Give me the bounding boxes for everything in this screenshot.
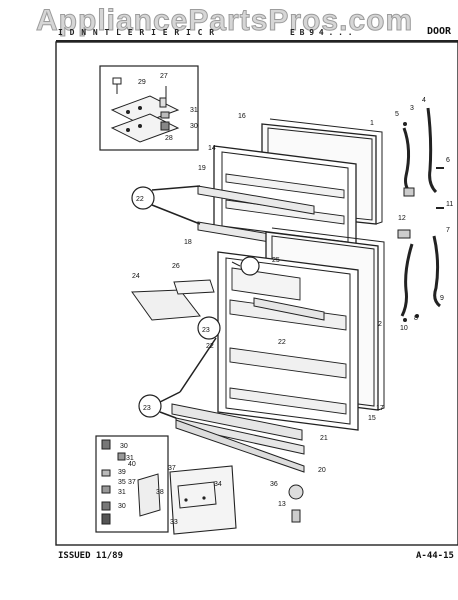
- dairy-door: [131, 289, 201, 321]
- callout-22-upper: 22: [136, 196, 144, 203]
- callout-30-inset: 30: [120, 443, 128, 450]
- callout-7: 7: [446, 227, 450, 234]
- bottom-hinge-plates: [169, 465, 304, 535]
- bottom-hinge-inset: [95, 435, 169, 533]
- page-code: A-44-15: [416, 551, 454, 561]
- callout-9: 9: [440, 295, 444, 302]
- door-handles: [397, 107, 444, 322]
- header-rule: [56, 40, 458, 42]
- freezer-shelf-bar-upper: [197, 185, 315, 215]
- lower-shelf-bars: [138, 391, 305, 473]
- callout-1: 1: [370, 120, 374, 127]
- callout-2: 2: [378, 321, 382, 328]
- callout-6: 6: [446, 157, 450, 164]
- callout-24: 24: [132, 273, 140, 280]
- detail-callout-upper: [131, 185, 201, 225]
- callout-38: 38: [156, 489, 164, 496]
- callout-15: 15: [368, 415, 376, 422]
- callout-10: 10: [400, 325, 408, 332]
- callout-27: 27: [160, 73, 168, 80]
- callout-3: 3: [410, 105, 414, 112]
- top-hinge-inset: [99, 65, 199, 151]
- callout-22-lower: 22: [278, 339, 286, 346]
- callout-16: 16: [238, 113, 246, 120]
- callout-21: 21: [320, 435, 328, 442]
- callout-11: 11: [446, 201, 453, 208]
- fresh-food-door-liner: [217, 251, 359, 431]
- callout-31: 31: [190, 107, 198, 114]
- callout-20: 20: [318, 467, 326, 474]
- callout-19: 19: [198, 165, 206, 172]
- callout-37-inset: 37: [128, 479, 136, 486]
- callout-37: 37: [168, 465, 176, 472]
- callout-26: 26: [172, 263, 180, 270]
- callout-12: 12: [398, 215, 406, 222]
- door-shelf-bar: [253, 297, 325, 321]
- callout-34: 34: [214, 481, 222, 488]
- header-section: DOOR: [427, 26, 452, 37]
- callout-13: 13: [278, 501, 286, 508]
- callout-29: 29: [138, 79, 146, 86]
- header-model: E B 9 4 . . .: [290, 28, 353, 37]
- callout-40: 40: [128, 461, 136, 468]
- callout-23-mid: 23: [202, 327, 210, 334]
- callout-28: 28: [165, 135, 173, 142]
- callout-18: 18: [184, 239, 192, 246]
- callout-14: 14: [208, 145, 216, 152]
- callout-labels: 29 27 31 30 28 16 1 5 3 4 6 14 19 22 12 …: [118, 73, 453, 526]
- dairy-door-hinge: [173, 279, 215, 295]
- detail-callout-25: [231, 256, 260, 276]
- callout-30: 30: [190, 123, 198, 130]
- callout-36: 36: [270, 481, 278, 488]
- callout-39: 39: [118, 469, 126, 476]
- callout-8: 8: [414, 315, 418, 322]
- issued-date: ISSUED 11/89: [58, 551, 124, 561]
- callout-31-lower: 31: [118, 489, 126, 496]
- callout-5: 5: [395, 111, 399, 118]
- callout-33: 33: [170, 519, 178, 526]
- diagram-frame: [55, 41, 458, 546]
- callout-31-inset: 31: [126, 455, 134, 462]
- callout-4: 4: [422, 97, 426, 104]
- header-title: I D N N T L E R I E R I C R: [58, 28, 216, 37]
- watermark: AppliancePartsPros.com: [35, 4, 414, 38]
- callout-22-mid: 22: [206, 343, 214, 350]
- callout-17: 17: [376, 405, 384, 412]
- callout-35: 35: [118, 479, 126, 486]
- callout-23-lower: 23: [143, 405, 151, 412]
- detail-callout-middle: [179, 316, 221, 393]
- callout-30-lower: 30: [118, 503, 126, 510]
- callout-25: 25: [272, 257, 280, 264]
